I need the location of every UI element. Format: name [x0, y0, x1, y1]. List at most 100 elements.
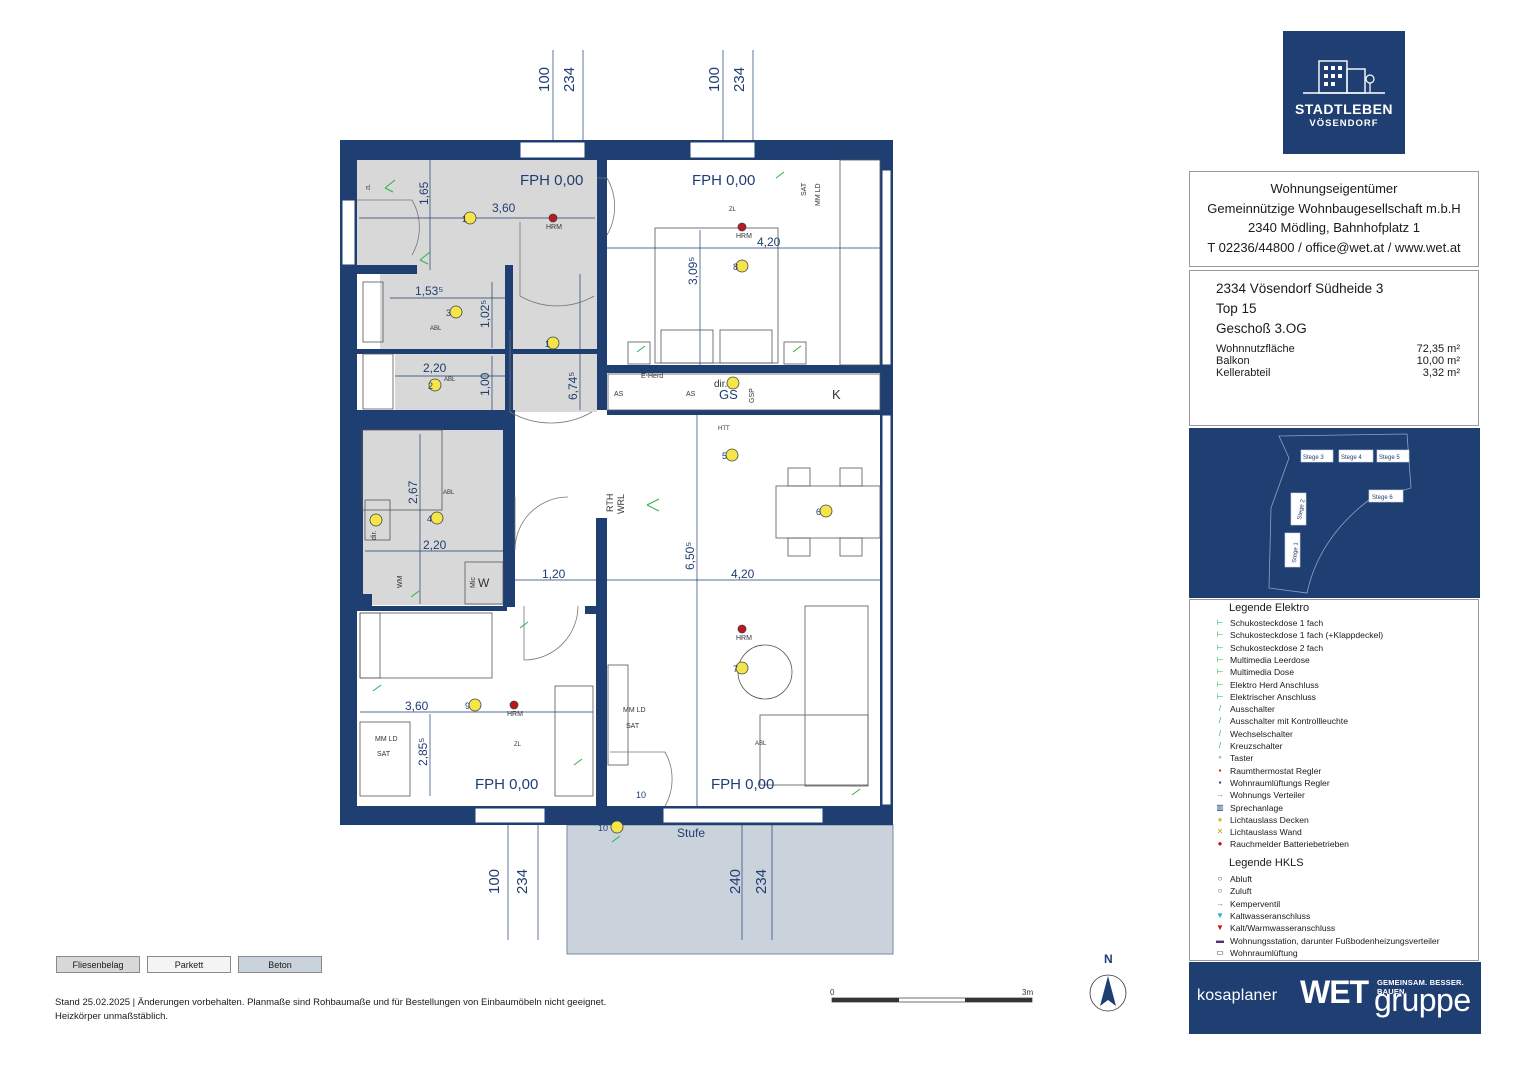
legend-symbol-icon: ○ — [1217, 874, 1223, 883]
legend-label: Kalt/Warmwasseranschluss — [1230, 923, 1336, 934]
area-label: Kellerabteil — [1216, 367, 1271, 379]
tech-label: RTH — [605, 494, 615, 512]
legend-label: Taster — [1230, 753, 1254, 764]
legend-symbol-icon: ▼ — [1216, 923, 1224, 933]
legend-elektro-item: /Ausschalter — [1219, 704, 1275, 715]
legend-label: Raumthermostat Regler — [1230, 765, 1322, 776]
tech-label: HRM — [736, 635, 752, 642]
dimension-lines — [359, 50, 880, 940]
room-dim: 6,74⁵ — [566, 372, 580, 400]
legend-elektro-item: ∘ Taster — [1217, 753, 1254, 764]
tech-label: dir. — [714, 379, 727, 390]
legend-label: Kemperventil — [1230, 898, 1281, 909]
owner-line: Gemeinnützige Wohnbaugesellschaft m.b.H — [1207, 200, 1461, 216]
legend-elektro-item: →Wohnungs Verteiler — [1216, 790, 1305, 801]
tech-label: ABL — [444, 377, 456, 383]
legend-elektro-item: ●Rauchmelder Batteriebetrieben — [1218, 839, 1349, 849]
light-number: 6 — [816, 507, 821, 517]
fph-label: FPH 0,00 — [520, 172, 583, 189]
legend-hkls-item: ○Abluft — [1218, 874, 1252, 884]
axis-dim: 100 — [486, 869, 503, 894]
axis-dim: 234 — [731, 67, 748, 92]
legend-label: Sprechanlage — [1230, 802, 1284, 813]
tech-label: ABL — [755, 741, 767, 747]
legend-label: Wohnraumlüftungs Regler — [1230, 777, 1330, 788]
legend-symbol-icon: ⊢ — [1216, 679, 1224, 689]
axis-dim: 234 — [753, 869, 770, 894]
room-dim: 1,00 — [478, 372, 492, 396]
legend-symbol-icon: ● — [1217, 814, 1223, 824]
room-dim: 2,20 — [423, 538, 447, 552]
room-dim: 6,50⁵ — [683, 542, 697, 570]
room-dim: 1,53⁵ — [415, 284, 443, 298]
tech-label: HRM — [507, 711, 523, 718]
scale-start: 0 — [830, 988, 835, 997]
tech-label: HRM — [546, 224, 562, 231]
legend-label: Schukosteckdose 2 fach — [1230, 642, 1324, 653]
legend-symbol-icon: ▥ — [1216, 802, 1224, 812]
legend-elektro-item: ⊢Schukosteckdose 2 fach — [1217, 642, 1324, 653]
legend-symbol-icon: ▼ — [1216, 910, 1224, 920]
north-arrow — [1089, 974, 1127, 1012]
legend-symbol-icon: / — [1218, 728, 1222, 738]
north-label: N — [1104, 952, 1113, 966]
material-parkett: Parkett — [147, 956, 231, 973]
switch-symbols — [372, 171, 861, 843]
gruppe-logo: gruppe — [1374, 982, 1471, 1018]
tech-label: MM LD — [375, 736, 398, 743]
room-dim: 1,20 — [542, 567, 566, 581]
tech-label: HRM — [736, 233, 752, 240]
light-number: 3 — [446, 308, 451, 318]
site-label: Stege 1 — [1292, 541, 1300, 563]
tech-label: SAT — [801, 182, 808, 196]
light-number: 3 — [412, 264, 417, 274]
legend-label: Schukosteckdose 1 fach (+Klappdeckel) — [1230, 630, 1384, 641]
legend-label: Wechselschalter — [1230, 728, 1293, 739]
legend-label: Ausschalter mit Kontrollleuchte — [1230, 716, 1348, 727]
tech-label: GSP — [749, 388, 756, 403]
tech-label: SAT — [626, 723, 640, 730]
room-dim: 4,20 — [731, 567, 755, 581]
legend-label: Kaltwasseranschluss — [1230, 910, 1311, 921]
tech-label: ZL — [366, 184, 372, 190]
windows — [341, 141, 892, 824]
tech-label: MM LD — [815, 183, 822, 206]
legend-label: Wohnungs Verteiler — [1230, 790, 1305, 801]
legend-symbol-icon: ⊢ — [1216, 654, 1224, 664]
legend-label: Ausschalter — [1230, 704, 1275, 715]
footnote-line: Heizkörper unmaßstäblich. — [55, 1011, 168, 1022]
owner-line: T 02236/44800 / office@wet.at / www.wet.… — [1207, 239, 1461, 255]
furniture — [359, 159, 881, 797]
legend-label: Lichtauslass Decken — [1230, 814, 1309, 825]
legend-symbol-icon: ∘ — [1217, 753, 1223, 763]
room-dim: 3,60 — [492, 201, 516, 215]
legend-symbol-icon: ▪ — [1218, 765, 1222, 775]
kosaplaner-logo: kosaplaner — [1197, 987, 1278, 1004]
fph-label: FPH 0,00 — [692, 172, 755, 189]
legend-elektro-item: ⊢Multimedia Leerdose — [1217, 655, 1310, 665]
material-fliesenbelag: Fliesenbelag — [56, 956, 140, 973]
doors — [357, 177, 673, 807]
site-label: Stege 3 — [1303, 455, 1324, 461]
legend-symbol-icon: ▭ — [1216, 947, 1224, 957]
light-number: 8 — [733, 262, 738, 272]
legend-symbol-icon: ⊢ — [1216, 691, 1224, 701]
room-dim: 1,65 — [417, 181, 431, 205]
legend-label: Multimedia Dose — [1230, 667, 1294, 678]
light-number: 4 — [427, 514, 432, 524]
legend-elektro-item: ▥ Sprechanlage — [1216, 802, 1284, 813]
light-number: 9 — [465, 701, 470, 711]
legend-elektro-item: /Kreuzschalter — [1219, 741, 1283, 751]
legend-label: Wohnungsstation, darunter Fußbodenheizun… — [1230, 935, 1440, 946]
owner-info: Wohnungseigentümer Gemeinnützige Wohnbau… — [1189, 171, 1479, 267]
site-label: Stege 5 — [1379, 455, 1400, 461]
light-number: 10 — [598, 823, 608, 833]
fph-label: FPH 0,00 — [475, 776, 538, 793]
legend-elektro-item: ● Lichtauslass Decken — [1218, 814, 1309, 825]
legend-label: Elektrischer Anschluss — [1230, 691, 1316, 702]
tech-label: SAT — [377, 751, 391, 758]
legend-symbol-icon: ⊢ — [1216, 667, 1224, 677]
room-dim: 3,09⁵ — [686, 257, 700, 285]
stadtleben-logo: STADTLEBEN VÖSENDORF — [1283, 31, 1405, 154]
tech-label: WM — [397, 575, 404, 588]
